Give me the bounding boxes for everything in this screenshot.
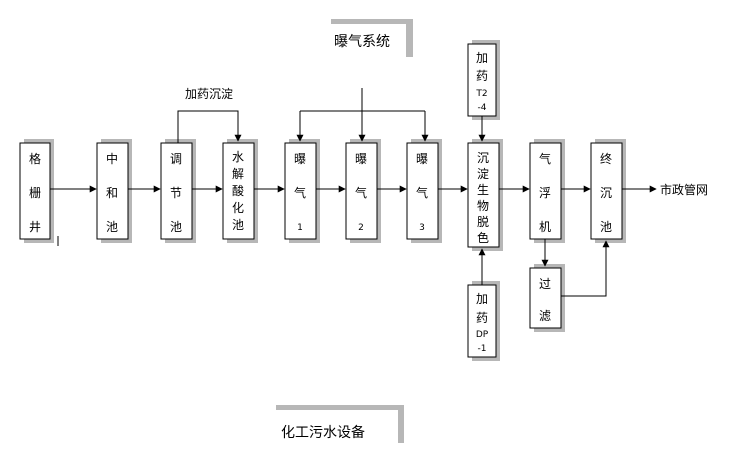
node-hydrolysis-char-1: 水 xyxy=(232,150,244,164)
node-hydrolysis-char-4: 化 xyxy=(232,201,244,215)
node-bio-decolor-char-3: 生 xyxy=(477,183,489,197)
node-final-settling: 终 沉 池 xyxy=(590,139,626,243)
node-filter-char-2: 滤 xyxy=(539,309,551,323)
node-aeration-1-char-1: 曝 xyxy=(294,152,306,166)
node-dosing-t2-char-4: -4 xyxy=(478,103,487,113)
node-final-settling-char-1: 终 xyxy=(600,151,612,166)
node-bio-decolor-char-5: 脱 xyxy=(477,214,489,229)
chemical-wastewater-title-box: 化工污水设备 xyxy=(270,405,404,444)
node-aeration-1: 曝 气 1 xyxy=(284,139,320,243)
node-bio-decolor-char-2: 淀 xyxy=(477,167,489,181)
dosing-sediment-label: 加药沉淀 xyxy=(185,87,233,101)
node-grid-well-char-2: 栅 xyxy=(29,185,41,200)
node-dosing-dp-char-4: -1 xyxy=(478,344,487,354)
node-hydrolysis-char-3: 酸 xyxy=(232,183,244,198)
node-filter: 过 滤 xyxy=(529,264,565,332)
node-bio-decolor-char-1: 沉 xyxy=(477,151,489,165)
node-grid-well: 格 栅 井 xyxy=(19,139,54,243)
node-aeration-2-char-1: 曝 xyxy=(355,152,367,166)
node-adjustment-char-3: 池 xyxy=(170,220,182,234)
node-dosing-t2-char-2: 药 xyxy=(476,69,488,83)
node-final-settling-char-2: 沉 xyxy=(600,186,612,200)
node-dosing-dp: 加 药 DP -1 xyxy=(467,281,500,361)
node-aeration-1-char-3: 1 xyxy=(297,223,303,233)
node-aeration-3: 曝 气 3 xyxy=(406,139,442,243)
node-air-flotation-char-1: 气 xyxy=(539,151,551,166)
node-adjustment-char-2: 节 xyxy=(170,186,182,200)
chemical-wastewater-title: 化工污水设备 xyxy=(281,424,365,441)
node-dosing-t2-char-3: T2 xyxy=(475,89,487,99)
node-neutralization-char-2: 和 xyxy=(106,186,118,200)
node-filter-char-1: 过 xyxy=(539,277,551,291)
node-adjustment-tank: 调 节 池 xyxy=(160,139,196,243)
node-bio-decolor-char-6: 色 xyxy=(477,231,489,245)
node-grid-well-char-1: 格 xyxy=(29,151,41,166)
node-adjustment-char-1: 调 xyxy=(170,152,182,166)
node-dosing-dp-char-1: 加 xyxy=(476,292,488,306)
aeration-system-title-box: 曝气系统 xyxy=(324,19,413,58)
node-aeration-2-char-3: 2 xyxy=(358,223,364,233)
node-aeration-3-char-3: 3 xyxy=(419,223,425,233)
node-hydrolysis-char-5: 池 xyxy=(232,218,244,232)
node-bio-decolor: 沉 淀 生 物 脱 色 xyxy=(467,139,503,251)
arrow-filter-to-final xyxy=(561,240,610,297)
node-aeration-1-char-2: 气 xyxy=(294,185,306,200)
node-neutralization-tank: 中 和 池 xyxy=(96,139,132,243)
node-neutralization-char-1: 中 xyxy=(106,151,118,166)
arrow-dosing-sediment xyxy=(177,110,242,143)
node-aeration-3-char-2: 气 xyxy=(416,185,428,200)
node-air-flotation: 气 浮 机 xyxy=(529,139,565,243)
node-hydrolysis-char-2: 解 xyxy=(232,167,244,181)
node-air-flotation-char-2: 浮 xyxy=(539,186,551,200)
node-aeration-2: 曝 气 2 xyxy=(345,139,381,243)
node-bio-decolor-char-4: 物 xyxy=(477,199,489,213)
node-air-flotation-char-3: 机 xyxy=(539,220,551,234)
node-neutralization-char-3: 池 xyxy=(106,220,118,234)
node-aeration-3-char-1: 曝 xyxy=(416,152,428,166)
node-dosing-dp-char-2: 药 xyxy=(476,311,488,325)
node-aeration-2-char-2: 气 xyxy=(355,185,367,200)
node-hydrolysis-tank: 水 解 酸 化 池 xyxy=(222,139,258,243)
node-dosing-t2: 加 药 T2 -4 xyxy=(467,40,500,120)
aeration-system-title: 曝气系统 xyxy=(334,34,390,50)
node-dosing-dp-char-3: DP xyxy=(476,330,489,340)
output-label: 市政管网 xyxy=(660,182,708,197)
node-dosing-t2-char-1: 加 xyxy=(476,51,488,65)
node-grid-well-char-3: 井 xyxy=(29,220,41,234)
node-final-settling-char-3: 池 xyxy=(600,220,612,234)
